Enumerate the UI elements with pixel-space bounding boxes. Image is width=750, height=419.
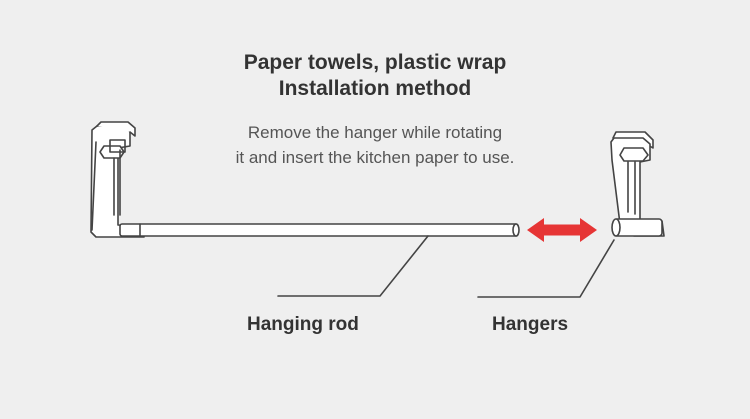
left-hanger: [90, 121, 145, 238]
hangers-leader-line: [477, 239, 615, 298]
title-line-2: Installation method: [278, 77, 472, 100]
label-hangers: Hangers: [492, 314, 569, 335]
instruction-line-2: it and insert the kitchen paper to use.: [235, 148, 515, 167]
instruction-line-1: Remove the hanger while rotating: [247, 123, 503, 142]
hanging-rod: [119, 223, 520, 237]
rod-leader-line: [277, 235, 429, 297]
title-line-1: Paper towels, plastic wrap: [243, 51, 507, 74]
label-hanging-rod: Hanging rod: [247, 314, 359, 335]
double-arrow-icon: [527, 218, 597, 242]
diagram-title: Paper towels, plastic wrap Installation …: [0, 50, 750, 102]
instruction-text: Remove the hanger while rotating it and …: [0, 120, 750, 170]
right-hanger: [610, 131, 665, 237]
